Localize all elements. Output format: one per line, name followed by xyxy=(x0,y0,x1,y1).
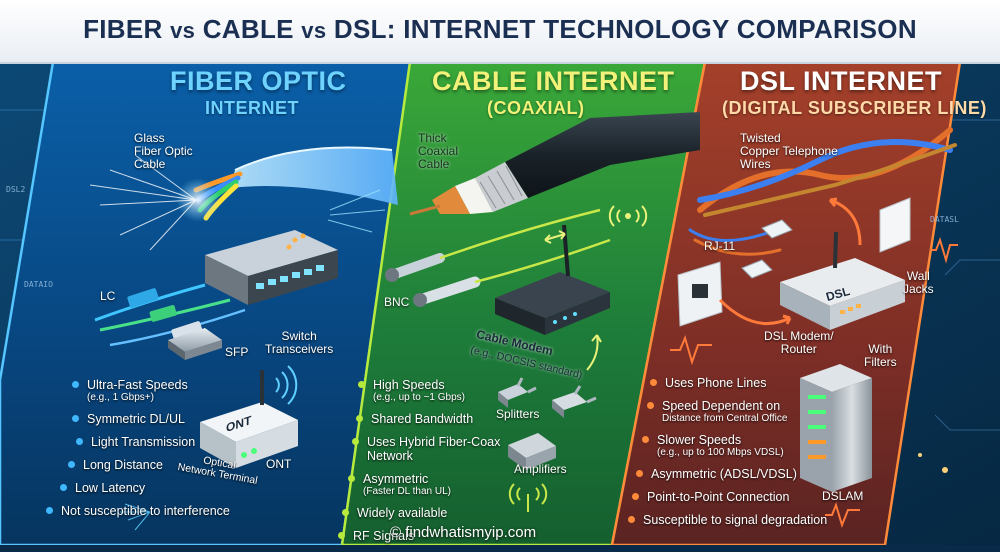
splitters-label: Splitters xyxy=(496,407,540,421)
credit-text: © findwhatismyip.com xyxy=(390,524,537,541)
bullet-icon xyxy=(356,415,363,422)
splitters xyxy=(498,377,597,418)
dsl-feature: Uses Phone Lines xyxy=(650,376,827,390)
bullet-icon xyxy=(338,532,345,539)
dsl-feature: Slower Speeds(e.g., up to 100 Mbps VDSL) xyxy=(642,433,827,458)
fiber-subtitle: INTERNET xyxy=(205,98,299,118)
fiber-feature: Long Distance xyxy=(68,458,230,472)
cable-title: CABLE INTERNET xyxy=(432,66,675,96)
signal-arrows xyxy=(544,230,602,371)
bullet-icon xyxy=(358,381,365,388)
fiber-feature: Ultra-Fast Speeds(e.g., 1 Gbps+) xyxy=(72,378,230,403)
bullet-icon xyxy=(60,484,67,491)
amplifiers-label: Amplifiers xyxy=(514,462,567,476)
ont-label: ONT xyxy=(266,457,292,471)
dsl-feature: Susceptible to signal degradation xyxy=(628,513,827,527)
dsl-feature: Point-to-Point Connection xyxy=(632,490,827,504)
cable-feature-list: High Speeds(e.g., up to ~1 Gbps) Shared … xyxy=(338,378,500,552)
cable-feature: Uses Hybrid Fiber-Coax Network xyxy=(352,435,500,463)
side-text: DSL2 xyxy=(6,185,26,194)
network-switch xyxy=(205,230,338,305)
map-dot xyxy=(918,453,922,457)
cable-feature: Shared Bandwidth xyxy=(356,412,500,426)
fiber-light-burst xyxy=(120,503,151,531)
bnc-connectors xyxy=(385,208,611,307)
bullet-icon xyxy=(650,379,657,386)
bullet-icon xyxy=(632,493,639,500)
cable-feature: Widely available xyxy=(342,506,500,520)
rf-signal-icon xyxy=(508,483,548,512)
sfp-module xyxy=(168,328,222,360)
cable-feature: Asymmetric(Faster DL than UL) xyxy=(348,472,500,497)
copper-wire-label: Twisted Copper Telephone Wires xyxy=(740,131,838,171)
fiber-cable-label: Glass Fiber Optic Cable xyxy=(134,131,193,171)
title-cable: CABLE xyxy=(195,14,302,44)
signal-wave-icon xyxy=(670,236,958,529)
fiber-title: FIBER OPTIC xyxy=(170,66,347,96)
title-rest: DSL: INTERNET TECHNOLOGY COMPARISON xyxy=(326,14,917,44)
fiber-feature: Symmetric DL/UL xyxy=(72,412,230,426)
title-fiber: FIBER xyxy=(83,14,171,44)
phone-jack-plate xyxy=(677,261,723,327)
map-dot xyxy=(942,467,948,473)
fiber-feature: Light Transmission xyxy=(76,435,230,449)
bullet-icon xyxy=(636,470,643,477)
dsl-title: DSL INTERNET xyxy=(740,66,943,96)
lc-label: LC xyxy=(100,289,116,303)
filters-label: With Filters xyxy=(864,342,897,369)
dsl-subtitle: (DIGITAL SUBSCRIBER LINE) xyxy=(722,98,987,118)
dsl-feature: Asymmetric (ADSL/VDSL) xyxy=(636,467,827,481)
side-text: DATAIO xyxy=(24,280,53,289)
fiber-glass-cable xyxy=(89,146,398,251)
bullet-icon xyxy=(76,438,83,445)
wall-jack xyxy=(879,197,911,253)
cable-modem xyxy=(495,224,610,335)
switch-label: Switch Transceivers xyxy=(265,329,334,356)
fiber-feature: Low Latency xyxy=(60,481,230,495)
cable-subtitle: (COAXIAL) xyxy=(487,98,585,118)
bullet-icon xyxy=(352,438,359,445)
dslam-label: DSLAM xyxy=(822,489,864,503)
fiber-patch-cables xyxy=(94,283,246,347)
bullet-icon xyxy=(342,509,349,516)
bnc-label: BNC xyxy=(384,295,410,309)
dslam-server xyxy=(800,364,872,492)
title-vs: vs xyxy=(170,18,196,43)
dsl-arrows xyxy=(718,197,862,326)
rj11-connectors xyxy=(741,219,793,279)
header-bar: FIBER vs CABLE vs DSL: INTERNET TECHNOLO… xyxy=(0,0,1000,64)
bullet-icon xyxy=(642,436,649,443)
sfp-label: SFP xyxy=(225,345,249,359)
page-title: FIBER vs CABLE vs DSL: INTERNET TECHNOLO… xyxy=(0,14,1000,45)
dsl-router xyxy=(780,231,905,330)
bullet-icon xyxy=(68,461,75,468)
bullet-icon xyxy=(72,381,79,388)
ont-device xyxy=(200,365,298,468)
wifi-signal-icon xyxy=(608,205,648,227)
side-text: DATASL xyxy=(930,215,959,224)
amplifiers xyxy=(508,433,556,470)
bullet-icon xyxy=(72,415,79,422)
coaxial-cable xyxy=(409,112,700,216)
fiber-feature-list: Ultra-Fast Speeds(e.g., 1 Gbps+) Symmetr… xyxy=(46,378,230,527)
twisted-copper-wires xyxy=(688,127,957,256)
bullet-icon xyxy=(348,475,355,482)
cable-feature: RF Signals xyxy=(338,529,500,543)
rj11-label: RJ-11 xyxy=(704,239,736,253)
fiber-feature: Not susceptible to interference xyxy=(46,504,230,518)
bullet-icon xyxy=(46,507,53,514)
coax-cable-label: Thick Coaxial Cable xyxy=(418,131,459,171)
cable-feature: High Speeds(e.g., up to ~1 Gbps) xyxy=(358,378,500,403)
wall-jacks-label: Wall Jacks xyxy=(903,269,934,296)
dsl-router-label: DSL Modem/ Router xyxy=(764,329,834,356)
bullet-icon xyxy=(628,516,635,523)
bullet-icon xyxy=(647,402,654,409)
title-vs: vs xyxy=(301,18,327,43)
